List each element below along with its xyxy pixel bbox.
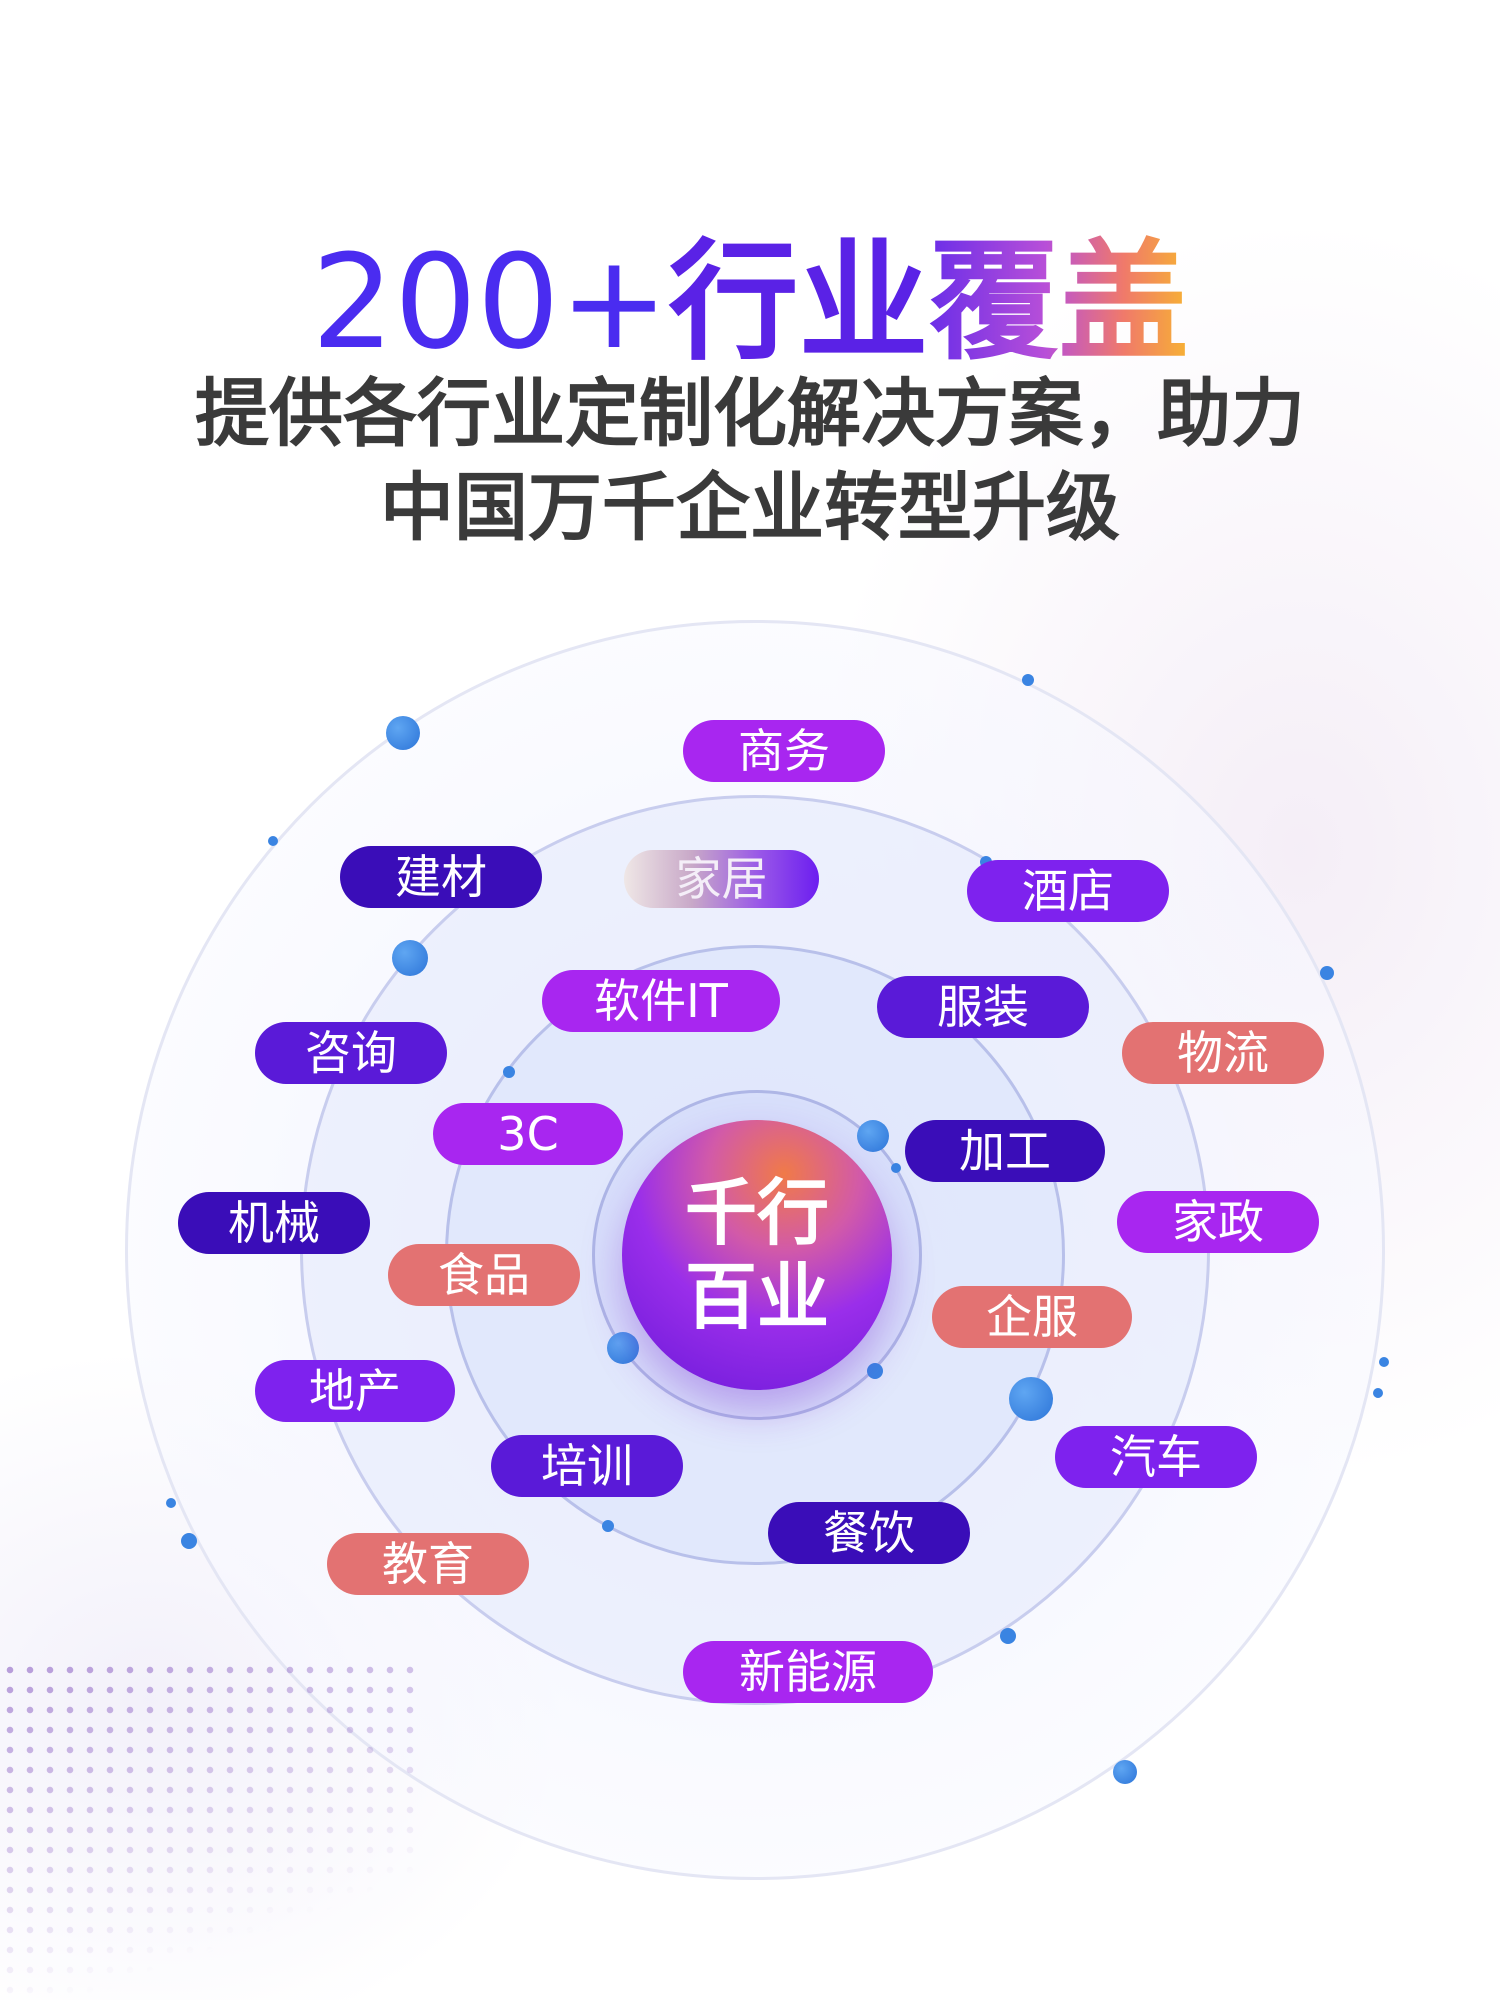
orbit-dot	[1379, 1357, 1389, 1367]
orbit-dot	[1320, 966, 1334, 980]
orbit-dot	[166, 1498, 176, 1508]
orbit-dot	[181, 1533, 197, 1549]
orbit-dot	[268, 836, 278, 846]
orbit-dot	[602, 1520, 614, 1532]
orbit-dot	[891, 1163, 901, 1173]
industry-tag-3c: 3C	[433, 1103, 623, 1165]
industry-tag-catering: 餐饮	[768, 1502, 970, 1564]
orbit-dot	[1000, 1628, 1016, 1644]
orbit-dot	[857, 1120, 889, 1152]
industry-tag-education: 教育	[327, 1533, 529, 1595]
industry-tag-hotel: 酒店	[967, 860, 1169, 922]
industry-tag-enterprise-service: 企服	[932, 1286, 1132, 1348]
industry-tag-machinery: 机械	[178, 1192, 370, 1254]
orbit-dot	[867, 1363, 883, 1379]
industry-tag-automotive: 汽车	[1055, 1426, 1257, 1488]
industry-tag-new-energy: 新能源	[683, 1641, 933, 1703]
headline-number: 200+	[311, 226, 669, 378]
center-text-line-1: 千行	[684, 1171, 829, 1255]
industry-tag-processing: 加工	[905, 1120, 1105, 1182]
industry-tag-business: 商务	[683, 720, 885, 782]
industry-tag-building-materials: 建材	[340, 846, 542, 908]
headline-industry: 行业	[668, 226, 929, 378]
center-node: 千行 百业	[622, 1120, 892, 1390]
industry-tag-software-it: 软件IT	[542, 970, 780, 1032]
orbit-dot	[503, 1066, 515, 1078]
subtitle-line-1: 提供各行业定制化解决方案，助力	[195, 371, 1305, 457]
industry-tag-home-furnishing: 家居	[624, 850, 819, 908]
orbit-dot	[607, 1332, 639, 1364]
industry-tag-training: 培训	[491, 1435, 683, 1497]
subtitle-line-2: 中国万千企业转型升级	[380, 465, 1120, 551]
industry-tag-housekeeping: 家政	[1117, 1191, 1319, 1253]
industry-tag-consulting: 咨询	[255, 1022, 447, 1084]
orbit-dot	[386, 716, 420, 750]
industry-tag-food: 食品	[388, 1244, 580, 1306]
orbit-dot	[1113, 1760, 1137, 1784]
orbit-dot	[1022, 674, 1034, 686]
headline-coverage: 覆盖	[928, 226, 1189, 378]
industry-tag-logistics: 物流	[1122, 1022, 1324, 1084]
center-text-line-2: 百业	[684, 1255, 829, 1339]
orbit-dot	[1373, 1388, 1383, 1398]
industry-tag-real-estate: 地产	[255, 1360, 455, 1422]
orbit-dot	[1009, 1377, 1053, 1421]
orbit-dot	[392, 940, 428, 976]
industry-tag-apparel: 服装	[877, 976, 1089, 1038]
halftone-dots-decoration	[0, 1660, 420, 2000]
headline: 200+行业覆盖	[0, 222, 1500, 382]
